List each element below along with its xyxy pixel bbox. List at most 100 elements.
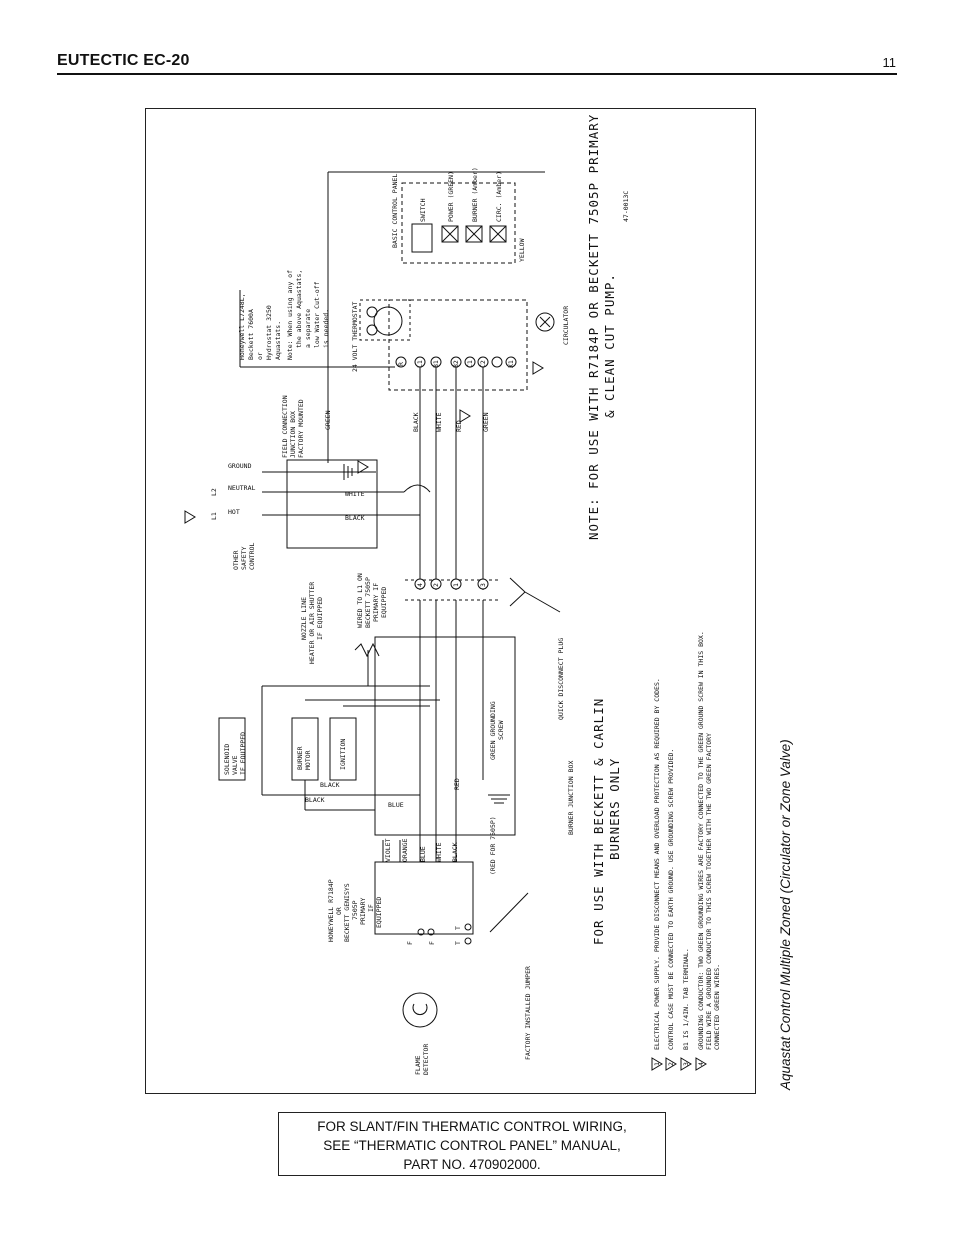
document-title: EUTECTIC EC-20 xyxy=(57,52,190,69)
note-box-line3: PART NO. 470902000. xyxy=(403,1157,541,1172)
primary-control-box xyxy=(374,861,474,935)
solenoid-label-3: IF EQUIPPED xyxy=(239,732,247,775)
burner-motor-label-1: BURNER xyxy=(296,746,304,770)
terminal-f-1: F xyxy=(406,941,414,945)
green-grounding-label-2: SCREW xyxy=(497,720,505,740)
primary-label-2: OR xyxy=(335,907,343,915)
note-4-text-line1: GROUNDING CONDUCTOR: TWO GREEN GROUNDING… xyxy=(697,631,705,1050)
red-for-7505p-label: (RED FOR 7505P) xyxy=(489,816,497,875)
note-2-text: CONTROL CASE MUST BE CONNECTED TO EARTH … xyxy=(667,749,675,1050)
circ-amber-label: CIRC. (Amber) xyxy=(495,171,503,222)
basic-control-panel-label: BASIC CONTROL PANEL xyxy=(391,174,399,248)
solenoid-label-1: SOLENOID xyxy=(223,744,231,775)
terminal-l1: L1 xyxy=(416,360,424,368)
other-safety-label-3: CONTROL xyxy=(248,543,256,570)
terminal-t-1: T xyxy=(454,926,462,930)
main-note-line1: NOTE: FOR USE WITH R7184P OR BECKETT 750… xyxy=(586,114,601,540)
aquastat-note-1: Note: When using any of xyxy=(286,270,294,360)
aquastat-label-4: Hydrostat 3250 xyxy=(265,305,273,360)
aquastat-label-1: Honeywell L7248L, xyxy=(238,293,246,360)
note-box-line2: SEE “THERMATIC CONTROL PANEL” MANUAL, xyxy=(323,1138,621,1153)
white-wire-label-3: WHITE xyxy=(435,842,443,862)
flame-detector-label-1: FLAME xyxy=(414,1055,422,1075)
primary-label-6: IF xyxy=(367,904,375,912)
terminal-c1: C1 xyxy=(466,360,474,368)
aquastat-note-4: low Water Cut-off xyxy=(313,281,321,348)
primary-label-7: EQUIPPED xyxy=(375,897,383,928)
plug-terminal-4: 4 xyxy=(416,583,424,587)
junction-box-label-1: FIELD CONNECTION xyxy=(281,395,289,458)
burner-junction-box-label: BURNER JUNCTION BOX xyxy=(567,761,575,835)
terminal-t-2: T xyxy=(454,941,462,945)
primary-label-3: BECKETT GENISYS xyxy=(343,883,351,942)
aquastat-label-5: Aquastats. xyxy=(274,321,282,360)
note-3-text: B1 IS 1/4IN. TAB TERMINAL. xyxy=(682,948,690,1050)
black-wire-label-5: BLACK xyxy=(451,842,459,862)
yellow-wire-label: YELLOW xyxy=(518,238,526,262)
other-safety-label-1: OTHER xyxy=(232,550,240,570)
green-wire-label-2: GREEN xyxy=(482,412,490,432)
wired-to-l1-label-4: EQUIPPED xyxy=(380,587,388,618)
circulator-label: CIRCULATOR xyxy=(562,306,570,345)
orange-wire-label: ORANGE xyxy=(401,838,409,862)
note-4-text-line3: CONNECTED GREEN WIRES. xyxy=(713,964,721,1050)
thermostat-box xyxy=(359,299,411,341)
side-caption: Aquastat Control Multiple Zoned (Circula… xyxy=(778,739,793,1090)
note-box-line1: FOR SLANT/FIN THERMATIC CONTROL WIRING, xyxy=(317,1119,627,1134)
wiring-diagram-frame xyxy=(145,108,756,1094)
note-4-text-line2: FIELD WIRE A GROUNDED CONDUCTOR TO THIS … xyxy=(705,733,713,1050)
terminal-r: R xyxy=(397,362,405,366)
aquastat-note-5: is needed. xyxy=(322,309,330,348)
note-1-text: ELECTRICAL POWER SUPPLY. PROVIDE DISCONN… xyxy=(653,678,661,1050)
note-2-number: 2 xyxy=(667,1062,675,1066)
aquastat-note-3: a separate xyxy=(304,309,312,348)
terminal-c2: C2 xyxy=(479,360,487,368)
green-grounding-label-1: GREEN GROUNDING xyxy=(489,701,497,760)
aquastat-note-2: the above Aquastats, xyxy=(295,270,303,348)
note-3-number: 3 xyxy=(682,1062,690,1066)
l1-label: L1 xyxy=(210,512,218,520)
drawing-number: 47-0013C xyxy=(622,191,630,222)
wired-to-l1-label-3: PRIMARY IF xyxy=(372,583,380,622)
white-wire-label-1: WHITE xyxy=(435,412,443,432)
power-green-label: POWER (GREEN) xyxy=(447,171,455,222)
basic-control-panel-box xyxy=(401,182,516,264)
black-wire-label-4: BLACK xyxy=(305,796,325,804)
black-wire-label-2: BLACK xyxy=(345,514,365,522)
nozzle-heater-label-3: IF EQUIPPED xyxy=(316,597,324,640)
thermostat-label: 24 VOLT THERMOSTAT xyxy=(351,301,359,372)
primary-label-1: HONEYWELL R7184P xyxy=(327,879,335,942)
nozzle-heater-label-1: NOZZLE LINE xyxy=(300,597,308,640)
green-wire-label: GREEN xyxy=(324,410,332,430)
nozzle-heater-label-2: HEATER OR AIR SHUTTER xyxy=(308,582,316,664)
primary-label-4: 7505P xyxy=(351,900,359,920)
burner-junction-box xyxy=(374,636,516,836)
plug-terminal-2: 2 xyxy=(432,583,440,587)
solenoid-label-2: VALVE xyxy=(231,755,239,775)
red-wire-label-2: RED xyxy=(453,778,461,790)
primary-label-5: PRIMARY xyxy=(359,898,367,925)
field-junction-box xyxy=(286,459,378,549)
other-safety-label-2: SAFETY xyxy=(240,546,248,570)
violet-wire-label: VIOLET xyxy=(384,838,392,862)
black-wire-label-3: BLACK xyxy=(320,781,340,789)
note-1-number: 1 xyxy=(653,1062,661,1066)
factory-jumper-label: FACTORY INSTALLED JUMPER xyxy=(524,966,532,1060)
red-wire-label-1: RED xyxy=(455,420,463,432)
wired-to-l1-label-2: BECKETT 7505P xyxy=(364,577,372,628)
ignition-label: IGNITION xyxy=(339,739,347,770)
aquastat-terminal-strip xyxy=(388,299,528,391)
page-number: 11 xyxy=(882,55,897,70)
wired-to-l1-label-1: WIRED TO L1 ON xyxy=(356,573,364,628)
beckett-note-line2: BURNERS ONLY xyxy=(607,758,622,860)
aquastat-label-2: Beckett 7600A xyxy=(247,309,255,360)
aquastat-label-3: or xyxy=(256,352,264,360)
l2-label: L2 xyxy=(210,488,218,496)
flame-detector-symbol xyxy=(402,992,438,1028)
beckett-note-line1: FOR USE WITH BECKETT & CARLIN xyxy=(591,698,606,945)
note-4-number: 4 xyxy=(697,1062,705,1066)
quick-disconnect-label: QUICK DISCONNECT PLUG xyxy=(557,638,565,720)
junction-box-label-3: FACTORY MOUNTED xyxy=(297,399,305,458)
blue-wire-label-1: BLUE xyxy=(388,801,404,809)
